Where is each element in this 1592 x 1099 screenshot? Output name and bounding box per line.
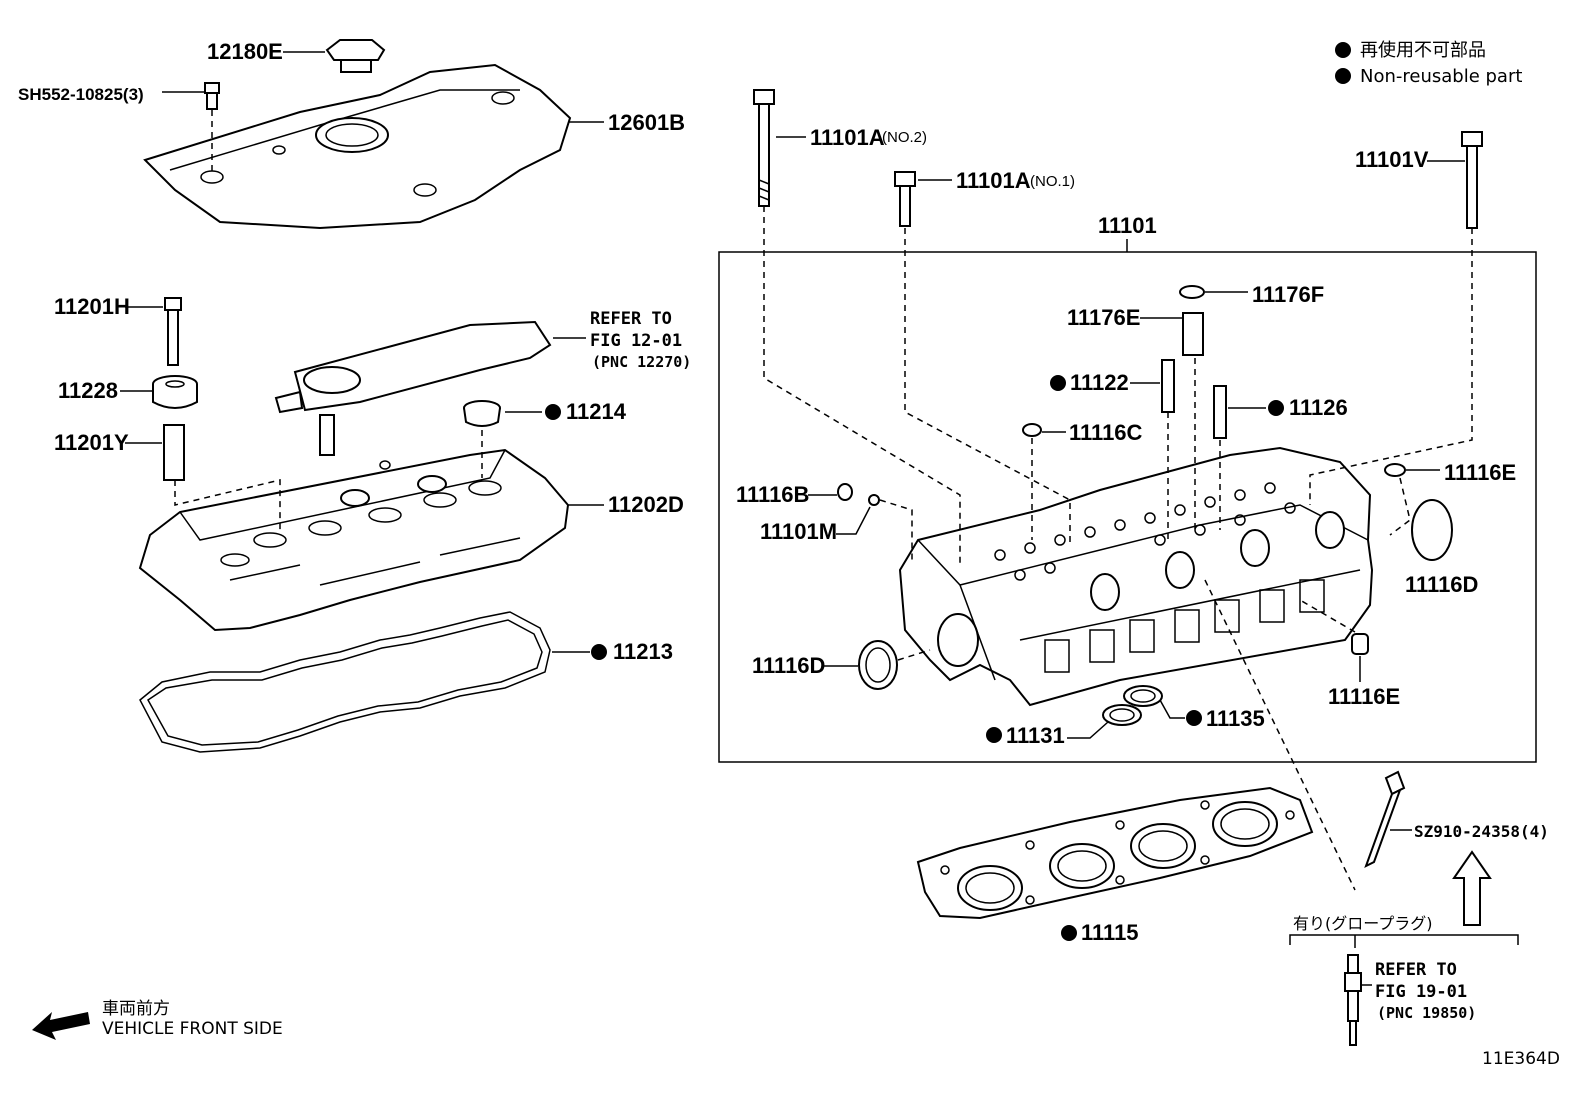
- refer2-line2: FIG 19-01: [1375, 982, 1467, 1002]
- glow-plug-bolt-drawing: [1364, 770, 1406, 869]
- refer2-line1: REFER TO: [1375, 960, 1457, 980]
- label-11122: 11122: [1070, 370, 1129, 395]
- front-direction: 車両前方 VEHICLE FRONT SIDE: [32, 999, 283, 1040]
- glow-plug-note: 有り(グロープラグ): [1293, 914, 1433, 933]
- up-arrow-icon: [1452, 850, 1492, 926]
- label-11115: 11115: [1081, 920, 1139, 945]
- label-11126: 11126: [1289, 395, 1348, 420]
- label-11202D: 11202D: [608, 492, 684, 517]
- cover-gasket-drawing: [139, 611, 551, 753]
- label-11116E-top: 11116E: [1444, 460, 1516, 485]
- cylinder-head-drawing: [898, 446, 1374, 707]
- figure-id: 11E364D: [1482, 1049, 1560, 1069]
- glow-plug-labels: SZ910-24358(4) 有り(グロープラグ): [1289, 822, 1549, 948]
- legend: 再使用不可部品 Non-reusable part: [1335, 40, 1522, 87]
- non-reusable-dot-icon: [1268, 400, 1284, 416]
- label-11176E: 11176E: [1067, 305, 1140, 330]
- left-guide-lines: [174, 110, 483, 535]
- breather-pipe-drawing: [274, 320, 552, 456]
- cover-bolt-drawing: [204, 82, 220, 110]
- label-11213: 11213: [613, 639, 673, 664]
- label-SZ910: SZ910-24358(4): [1414, 822, 1549, 841]
- label-11131: 11131: [1006, 723, 1065, 748]
- label-11116E-bottom: 11116E: [1328, 684, 1400, 709]
- label-11116D-right: 11116D: [1405, 572, 1478, 597]
- front-arrow-icon: [32, 1012, 90, 1040]
- label-11214: 11214: [566, 399, 627, 424]
- head-small-parts-drawing: [837, 285, 1453, 726]
- non-reusable-dot-icon: [1335, 68, 1351, 84]
- non-reusable-dot-icon: [1061, 925, 1077, 941]
- non-reusable-dot-icon: [986, 727, 1002, 743]
- refer1-line1: REFER TO: [590, 309, 672, 329]
- left-labels: 12180E SH552-10825(3) 12601B 11201H 1122…: [18, 39, 691, 664]
- gasket-label: 11115: [1061, 920, 1139, 945]
- non-reusable-dot-icon: [591, 644, 607, 660]
- cylinder-head-cover-drawing: [138, 448, 570, 632]
- label-11101A-no1: 11101A: [956, 168, 1031, 193]
- non-reusable-dot-icon: [545, 404, 561, 420]
- refer2-line3: (PNC 19850): [1377, 1004, 1476, 1022]
- legend-jp: 再使用不可部品: [1360, 40, 1486, 61]
- head-labels: 11176F 11176E 11122 11126 11116C 11116B …: [736, 282, 1516, 748]
- label-11228: 11228: [58, 378, 118, 403]
- label-11101A-no2-note: (NO.2): [882, 129, 927, 146]
- refer1-line2: FIG 12-01: [590, 331, 682, 351]
- label-11201H: 11201H: [54, 294, 130, 319]
- non-reusable-dot-icon: [1050, 375, 1066, 391]
- label-11176F: 11176F: [1252, 282, 1324, 307]
- oil-filler-cap-drawing: [325, 39, 386, 73]
- filler-grommet-drawing: [463, 400, 501, 427]
- label-11101A-no1-note: (NO.1): [1030, 173, 1075, 190]
- non-reusable-dot-icon: [1186, 710, 1202, 726]
- refer1-line3: (PNC 12270): [592, 353, 691, 371]
- grommet-drawing: [152, 375, 198, 409]
- label-12601B: 12601B: [608, 110, 685, 135]
- non-reusable-dot-icon: [1335, 42, 1351, 58]
- label-11116D-left: 11116D: [752, 653, 825, 678]
- label-11101M: 11101M: [760, 519, 837, 544]
- glow-plug-drawing: [1344, 954, 1362, 1046]
- cylinder-head-cover-bolt-drawing: [164, 297, 182, 366]
- label-11201Y: 11201Y: [54, 430, 129, 455]
- refer2-labels: REFER TO FIG 19-01 (PNC 19850): [1362, 960, 1476, 1022]
- head-gasket-drawing: [916, 786, 1314, 920]
- label-SH552: SH552-10825(3): [18, 85, 144, 104]
- label-11135: 11135: [1206, 706, 1265, 731]
- assembly-box: 11101: [718, 213, 1537, 763]
- direction-jp: 車両前方: [102, 999, 170, 1019]
- sleeve-drawing: [163, 424, 185, 481]
- assembly-label: 11101: [1098, 213, 1157, 238]
- label-11116C: 11116C: [1069, 420, 1143, 445]
- head-guide-lines: [763, 206, 1473, 891]
- legend-en: Non-reusable part: [1360, 66, 1522, 87]
- label-11101A-no2: 11101A: [810, 125, 885, 150]
- head-bolt-labels: 11101A (NO.2) 11101A (NO.1) 11101V: [776, 125, 1465, 193]
- direction-en: VEHICLE FRONT SIDE: [102, 1019, 283, 1039]
- label-12180E: 12180E: [207, 39, 283, 64]
- label-11101V: 11101V: [1355, 147, 1429, 172]
- label-11116B: 11116B: [736, 482, 809, 507]
- engine-cover-drawing: [143, 63, 572, 230]
